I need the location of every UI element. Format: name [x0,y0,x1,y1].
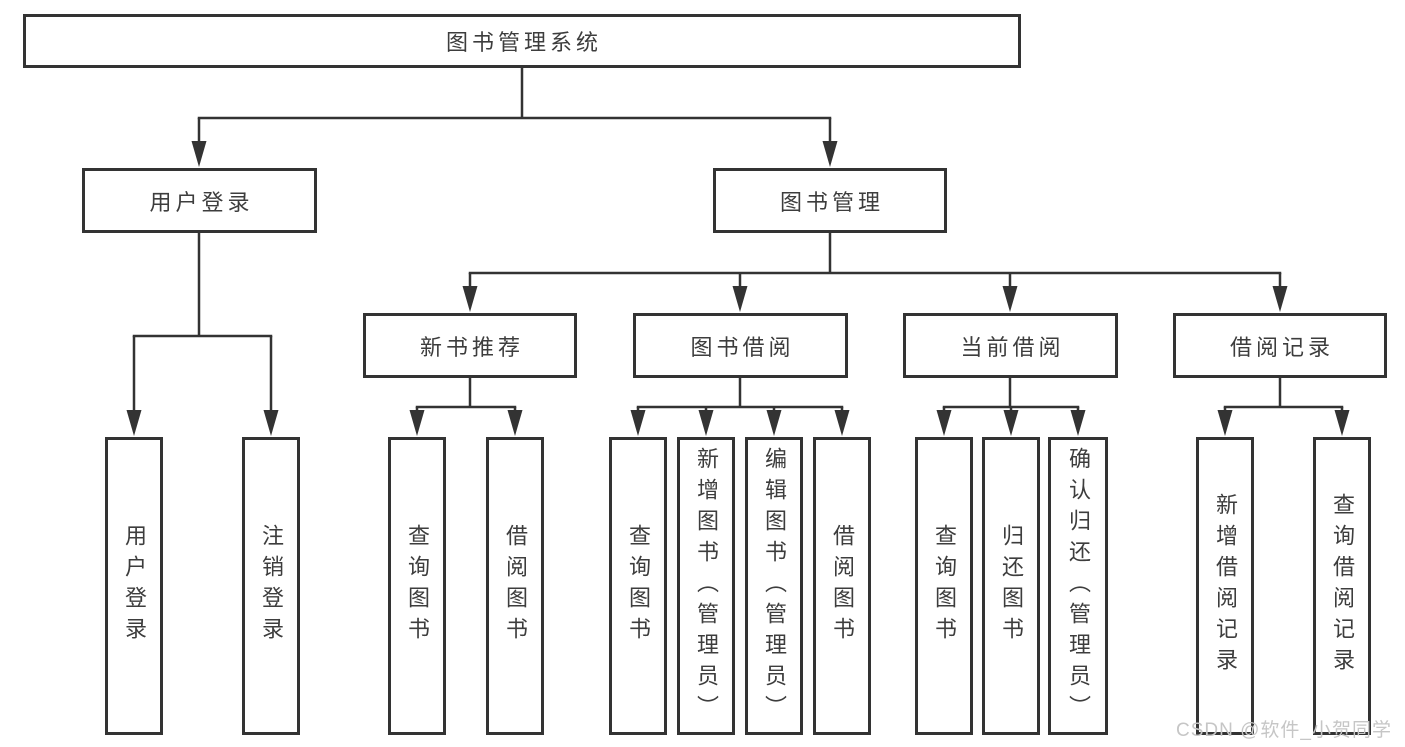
leaf-borrow-query-book-label: 查询图书 [626,524,651,648]
leaf-logout-label: 注销登录 [259,524,284,648]
watermark: CSDN @软件_小贺同学 [1176,720,1392,741]
node-user-login-label: 用户登录 [149,189,254,215]
leaf-newbook-borrow-book-label: 借阅图书 [503,524,528,648]
node-user-login: 用户登录 [82,168,317,233]
leaf-borrow-borrow-book-label: 借阅图书 [830,524,855,648]
leaf-confirm-return-admin: 确认归还（管理员） [1048,437,1108,735]
node-new-book-rec-label: 新书推荐 [419,334,524,360]
leaf-add-borrow-record-label: 新增借阅记录 [1213,493,1238,679]
leaf-newbook-borrow-book: 借阅图书 [486,437,544,735]
node-book-borrow-label: 图书借阅 [690,334,795,360]
node-book-borrow: 图书借阅 [633,313,848,378]
node-root-label: 图书管理系统 [445,30,602,55]
leaf-borrow-borrow-book: 借阅图书 [813,437,871,735]
leaf-newbook-query-book: 查询图书 [388,437,446,735]
node-book-mgmt: 图书管理 [713,168,947,233]
leaf-confirm-return-admin-label: 确认归还（管理员） [1066,446,1091,726]
connector-user-login-children [126,233,279,436]
leaf-return-book-label: 归还图书 [999,524,1024,648]
leaf-add-book-admin-label: 新增图书（管理员） [694,446,719,726]
leaf-user-login-label: 用户登录 [122,524,147,648]
node-borrow-record: 借阅记录 [1173,313,1387,378]
leaf-edit-book-admin: 编辑图书（管理员） [745,437,803,735]
connector-current-borrow-children [936,378,1086,436]
node-borrow-record-label: 借阅记录 [1229,334,1334,360]
connector-root-to-level2 [191,68,838,167]
leaf-edit-book-admin-label: 编辑图书（管理员） [762,446,787,726]
leaf-borrow-query-book: 查询图书 [609,437,667,735]
leaf-current-query-book-label: 查询图书 [932,524,957,648]
leaf-add-borrow-record: 新增借阅记录 [1196,437,1254,735]
connector-borrow-record-children [1217,378,1350,436]
connector-book-mgmt-to-level3 [462,233,1288,312]
leaf-add-book-admin: 新增图书（管理员） [677,437,735,735]
leaf-query-borrow-record: 查询借阅记录 [1313,437,1371,735]
node-current-borrow: 当前借阅 [903,313,1118,378]
leaf-current-query-book: 查询图书 [915,437,973,735]
leaf-user-login: 用户登录 [105,437,163,735]
connector-new-book-rec-children [409,378,523,436]
connector-book-borrow-children [630,378,850,436]
node-new-book-rec: 新书推荐 [363,313,577,378]
node-book-mgmt-label: 图书管理 [779,189,884,215]
leaf-logout: 注销登录 [242,437,300,735]
leaf-query-borrow-record-label: 查询借阅记录 [1330,493,1355,679]
node-current-borrow-label: 当前借阅 [960,334,1065,360]
leaf-return-book: 归还图书 [982,437,1040,735]
leaf-newbook-query-book-label: 查询图书 [405,524,430,648]
node-root: 图书管理系统 [23,14,1021,68]
